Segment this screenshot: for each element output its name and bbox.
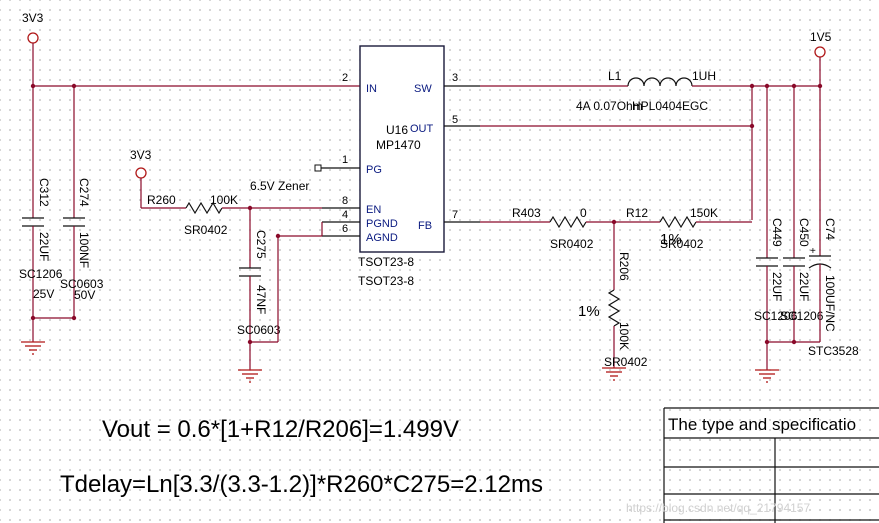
- c312-volt: 25V: [33, 287, 54, 301]
- pin-fb-number: 7: [452, 209, 458, 221]
- pin-pgnd-number: 4: [342, 209, 348, 221]
- pin-agnd-name: AGND: [366, 232, 398, 244]
- ground-icon: [21, 318, 45, 355]
- resistor-r12[interactable]: [659, 215, 752, 229]
- ic-package-2: TSOT23-8: [358, 274, 414, 288]
- c74-value: 100UF/NC: [823, 275, 837, 332]
- junction-dot: [275, 233, 281, 239]
- capacitor-c449[interactable]: [756, 86, 778, 342]
- r260-value: 100K: [210, 193, 238, 207]
- pin-in-number: 2: [342, 72, 348, 84]
- capacitor-c275[interactable]: [239, 208, 261, 342]
- r12-value: 150K: [690, 206, 718, 220]
- ic-ref: U16: [386, 123, 408, 137]
- c450-pkg: SC1206: [780, 309, 824, 323]
- r206-pkg: SR0402: [604, 355, 648, 369]
- l1-part-overlap: HPL0404EGC: [632, 99, 708, 113]
- c275-ref: C275: [254, 230, 268, 259]
- ground-icon: [755, 342, 779, 383]
- no-connect-icon: [314, 164, 322, 172]
- pin-in-name: IN: [366, 83, 377, 95]
- equation-vout: Vout = 0.6*[1+R12/R206]=1.499V: [102, 416, 459, 443]
- c449-ref: C449: [770, 218, 784, 247]
- c274-pkg: SC0603: [60, 277, 104, 291]
- polarity-plus-icon: +: [810, 246, 816, 257]
- resistor-r206[interactable]: [607, 222, 621, 368]
- r260-pkg: SR0402: [184, 223, 228, 237]
- inductor-l1[interactable]: [627, 77, 820, 87]
- c312-ref: C312: [37, 178, 51, 207]
- pin-pgnd-name: PGND: [366, 218, 398, 230]
- r403-pkg: SR0402: [550, 237, 594, 251]
- c449-pkg: SC1206: [754, 309, 798, 323]
- l1-desc: 4A 0.07Ohm: [576, 99, 643, 113]
- c74-ref: C74: [823, 218, 837, 240]
- capacitor-c274[interactable]: [63, 86, 85, 318]
- power-port-3v3-en[interactable]: [135, 167, 147, 208]
- power-port-3v3-top[interactable]: [27, 32, 39, 86]
- pin-pg-number: 1: [342, 154, 348, 166]
- pin-en-name: EN: [366, 204, 381, 216]
- l1-value: 1UH: [692, 69, 716, 83]
- r260-ref: R260: [147, 193, 176, 207]
- junction-dot: [791, 339, 797, 345]
- c275-value: 47NF: [254, 285, 268, 314]
- power-port-circle-icon: [27, 32, 39, 44]
- r12-tolerance: 1%: [660, 231, 682, 248]
- c274-volt: 50V: [74, 288, 95, 302]
- r206-tolerance: 1%: [578, 303, 600, 320]
- watermark-text: https://blog.csdn.net/qq_21794157: [626, 501, 810, 515]
- ground-icon: [238, 342, 262, 383]
- ic-package-1: TSOT23-8: [358, 255, 414, 269]
- r12-ref: R12: [626, 206, 648, 220]
- power-label-3v3-top: 3V3: [22, 11, 44, 25]
- c450-ref: C450: [797, 218, 811, 247]
- equation-tdelay: Tdelay=Ln[3.3/(3.3-1.2)]*R260*C275=2.12m…: [60, 471, 543, 498]
- ground-icon: [602, 367, 626, 381]
- r403-value: 0: [580, 206, 587, 220]
- c449-value: 22UF: [770, 272, 784, 301]
- pin-out-number: 5: [452, 114, 458, 126]
- ic-part: MP1470: [376, 138, 421, 152]
- pin-sw-name: SW: [414, 83, 432, 95]
- pin-en-number: 8: [342, 195, 348, 207]
- pin-out-name: OUT: [410, 123, 434, 135]
- c312-value: 22UF: [37, 232, 51, 261]
- pin-pg-name: PG: [366, 164, 382, 176]
- c312-pkg: SC1206: [19, 267, 63, 281]
- c74-pkg: STC3528: [808, 344, 859, 358]
- power-port-circle-icon: [814, 46, 826, 58]
- pin-sw-number: 3: [452, 72, 458, 84]
- resistor-r260[interactable]: [141, 201, 322, 215]
- l1-ref: L1: [608, 69, 622, 83]
- capacitor-c312[interactable]: [22, 86, 44, 318]
- ic-u16[interactable]: [359, 45, 445, 253]
- capacitor-c450[interactable]: [783, 86, 805, 342]
- zener-note: 6.5V Zener: [250, 179, 309, 193]
- junction-dot: [749, 83, 755, 89]
- c450-value: 22UF: [797, 272, 811, 301]
- spec-table-header: The type and specificatio: [668, 415, 856, 434]
- r206-ref: R206: [617, 252, 631, 281]
- power-port-circle-icon: [135, 167, 147, 179]
- ic-body: [359, 45, 445, 253]
- r206-value: 100K: [617, 322, 631, 350]
- capacitor-c74[interactable]: +: [808, 86, 832, 342]
- spec-table: [663, 407, 879, 523]
- pin-fb-name: FB: [418, 220, 432, 232]
- resistor-r403[interactable]: [480, 215, 660, 229]
- r12-pkg: SR0402: [660, 237, 704, 251]
- r403-ref: R403: [512, 206, 541, 220]
- c274-value: 100NF: [77, 232, 91, 268]
- power-label-3v3-en: 3V3: [130, 148, 152, 162]
- power-label-1v5: 1V5: [810, 30, 832, 44]
- pin-agnd-number: 6: [342, 223, 348, 235]
- c275-pkg: SC0603: [237, 323, 281, 337]
- c274-ref: C274: [77, 178, 91, 207]
- junction-dot: [71, 315, 77, 321]
- power-port-1v5[interactable]: [814, 46, 826, 86]
